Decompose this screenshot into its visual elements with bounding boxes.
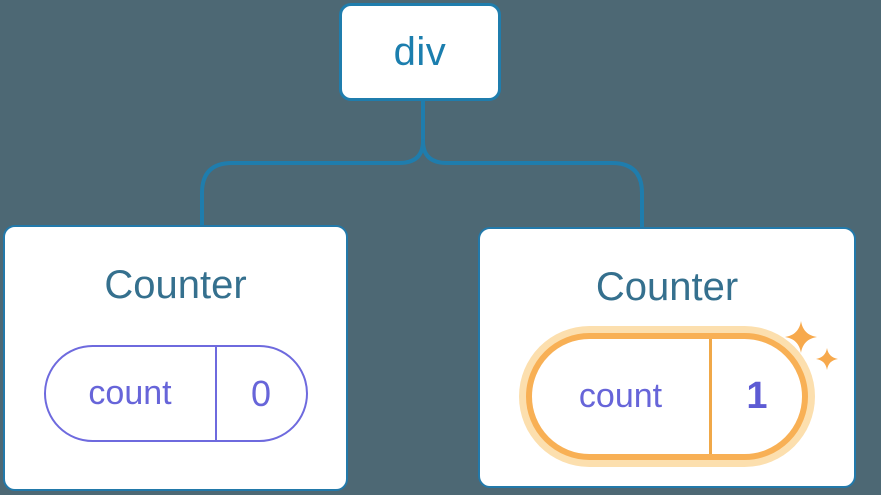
counter-card-left: Counter count 0 [3,225,348,491]
state-pill-right-highlighted: count 1 [526,333,808,460]
state-value: 0 [250,372,272,414]
state-pill-left: count 0 [43,345,308,442]
sparkle-small [816,348,838,370]
state-key-label: count [578,377,663,415]
state-key-label: count [88,374,172,412]
sparkle-large [785,321,817,353]
root-node-label: div [393,29,447,74]
connector-left-branch [200,139,425,228]
counter-card-right: Counter count 1 [478,227,856,488]
pill-divider [214,347,217,440]
sparkles-icon [785,321,838,370]
connector-right-branch [421,139,644,230]
pill-divider [709,339,712,454]
counter-card-left-title: Counter [104,263,247,307]
counter-card-right-title: Counter [595,265,739,309]
state-value: 1 [746,375,768,417]
root-node: div [339,3,501,101]
